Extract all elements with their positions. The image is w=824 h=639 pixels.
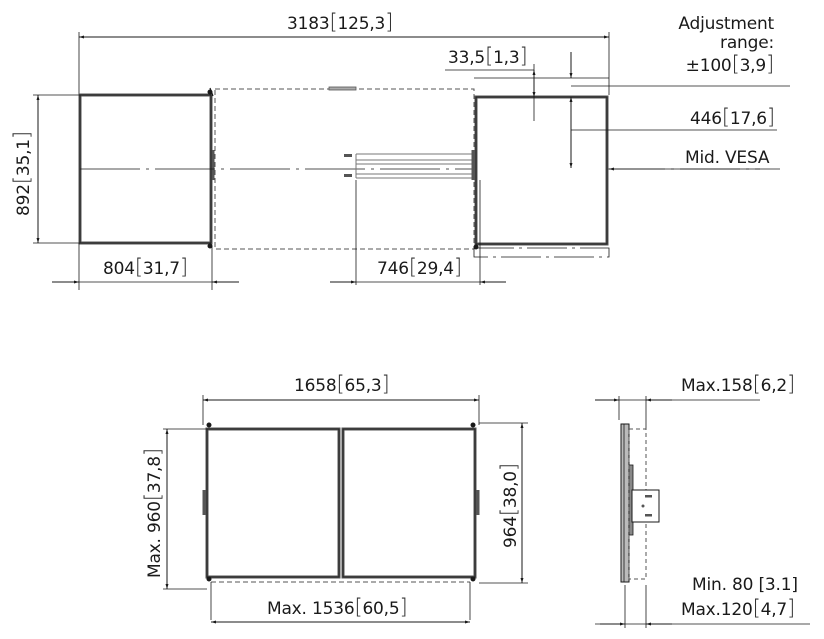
dim-value: 960 [145, 501, 165, 534]
dim-inch-value: 29,4 [416, 259, 454, 279]
bracket-close: ] [787, 372, 796, 396]
bracket-close: ] [141, 448, 165, 457]
dim-value: 80 [732, 575, 754, 595]
bracket-open: [ [329, 10, 338, 34]
bracket-close: ] [385, 10, 394, 34]
dim-inch-value: 65,3 [344, 376, 382, 396]
dim-side-max-depth: Max.158[6,2] [681, 372, 796, 397]
dim-prefix: Min. [692, 575, 727, 595]
dim-inch-value: 31,7 [142, 259, 180, 279]
bracket-open: [ [752, 596, 761, 620]
dim-front-width: 1658[65,3] [294, 372, 390, 397]
bracket-close: ] [453, 255, 462, 279]
right-screen [474, 95, 609, 246]
dim-inch-value: 38,0 [501, 471, 521, 509]
dim-front-max-width: Max. 1536[60,5] [267, 595, 408, 620]
dim-inch-value: 1,3 [493, 48, 520, 68]
dim-prefix: Max. [681, 600, 721, 620]
bracket-open: [ [497, 508, 521, 517]
dim-screen-width: 804[31,7] [103, 255, 188, 280]
dim-vesa-offset: 446[17,6] [690, 105, 775, 130]
bracket-close: ] [399, 595, 408, 619]
adjustment-range-label: Adjustment range: ±100[3,9] [640, 14, 774, 76]
bracket-close: ] [791, 575, 798, 595]
dim-inch-value: 3.1 [764, 575, 792, 595]
left-panel [205, 427, 341, 579]
bracket-open: [ [10, 176, 34, 185]
adjustment-value: ±100[3,9] [640, 52, 775, 77]
dim-value: 446 [690, 109, 722, 129]
bracket-close: ] [179, 255, 188, 279]
dim-value: 3183 [287, 14, 330, 34]
dim-inch-value: 17,6 [729, 109, 767, 129]
bracket-close: ] [381, 372, 390, 396]
side-view [595, 396, 810, 628]
dim-inch-value: 35,1 [14, 139, 34, 177]
dim-value: 33,5 [448, 48, 486, 68]
dim-inch-value: 4,7 [760, 600, 788, 620]
dim-value: 1658 [294, 376, 337, 396]
mid-vesa-label: Mid. VESA [685, 148, 770, 168]
bracket-open: [ [354, 595, 363, 619]
bracket-close: ] [766, 105, 775, 129]
dim-value: 804 [103, 259, 135, 279]
dim-value: 964 [501, 516, 521, 548]
top-view [33, 32, 790, 290]
dim-value: 158 [720, 376, 753, 396]
bracket-open: [ [336, 372, 345, 396]
dim-value: 892 [14, 184, 34, 216]
bracket-open: [ [758, 575, 765, 595]
dim-inch-value: 3,9 [739, 56, 767, 76]
adjustment-line1: Adjustment [678, 14, 774, 34]
dim-inch-value: 6,2 [760, 376, 788, 396]
adjustment-line2: range: [720, 33, 774, 53]
bracket-open: [ [408, 255, 417, 279]
dim-value: 120 [720, 600, 753, 620]
dim-edge-offset: 33,5[1,3] [448, 44, 528, 69]
dim-inch-value: 60,5 [362, 599, 400, 619]
dim-inch-value: 37,8 [145, 456, 165, 494]
bracket-close: ] [519, 44, 528, 68]
dim-value: ±100 [685, 56, 732, 76]
front-view [163, 395, 528, 624]
dim-front-max-height: Max. 960[37,8] [141, 448, 165, 578]
bracket-open: [ [721, 105, 730, 129]
bracket-close: ] [787, 596, 796, 620]
dim-prefix: Max. [681, 376, 721, 396]
dim-screen-height: 892[35,1] [10, 131, 34, 216]
bracket-open: [ [731, 52, 740, 76]
bracket-open: [ [752, 372, 761, 396]
bracket-close: ] [766, 52, 774, 76]
mount-bracket [631, 489, 660, 523]
bracket-close: ] [10, 131, 34, 140]
bracket-close: ] [497, 463, 521, 472]
rail-arm [344, 153, 472, 179]
dim-inch-value: 125,3 [337, 14, 386, 34]
dim-side-max-mount-depth: Max.120[4,7] [681, 596, 796, 621]
side-panel [620, 423, 630, 583]
right-panel [341, 427, 477, 579]
bracket-open: [ [141, 493, 165, 502]
dim-prefix: Max. [145, 538, 165, 578]
dim-value: 746 [377, 259, 409, 279]
bracket-open: [ [134, 255, 143, 279]
bracket-open: [ [485, 44, 494, 68]
dim-front-height: 964[38,0] [497, 463, 521, 548]
dim-side-min-depth: Min. 80 [3.1] [692, 575, 798, 595]
dim-overall-width: 3183[125,3] [287, 10, 394, 35]
dim-value: 1536 [311, 599, 355, 619]
dim-slide-offset: 746[29,4] [377, 255, 462, 280]
dim-prefix: Max. [267, 599, 307, 619]
